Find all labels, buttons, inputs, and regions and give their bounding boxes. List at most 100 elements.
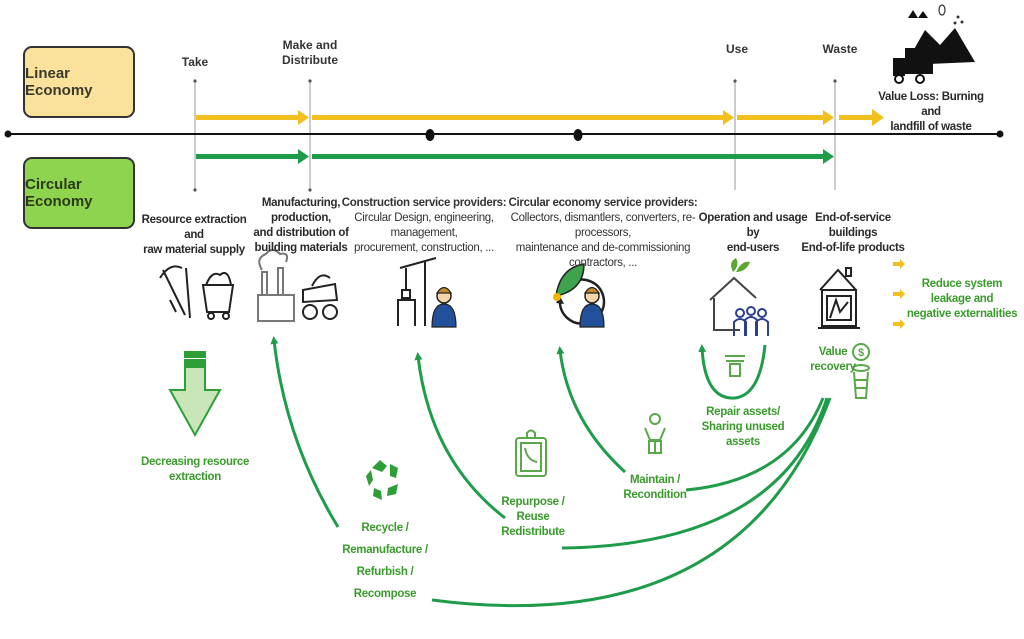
- label-line: Recycle /: [361, 522, 409, 534]
- stage-waste: Waste: [822, 42, 858, 56]
- worker-icon: [431, 286, 457, 328]
- label-line: Remanufacture /: [342, 544, 428, 556]
- loop-value-to-repurpose: [561, 397, 829, 550]
- yellow-arrow-icon: [893, 289, 905, 299]
- recycle-icon: [366, 460, 398, 500]
- timeline-endpoint: [996, 130, 1004, 138]
- linear-economy-box: Linear Economy: [23, 46, 135, 118]
- stage-use: Use: [725, 42, 748, 56]
- reduce-leakage-label: Reduce system leakage and negative exter…: [903, 277, 1021, 322]
- label-line: Redistribute: [501, 526, 565, 538]
- stage-sub-line: procurement, construction, ...: [354, 242, 494, 254]
- stage-title-line: end-users: [726, 242, 780, 254]
- maintain-label: Maintain / Recondition: [620, 473, 690, 503]
- label-line: Refurbish /: [356, 566, 414, 578]
- label-line: Recompose: [353, 588, 417, 600]
- value-loss-line2: landfill of waste: [890, 121, 972, 133]
- guide-dot: [193, 79, 197, 83]
- repair-icon: [725, 355, 745, 377]
- pickaxe-icon: [159, 265, 191, 319]
- circular-flow: [196, 149, 834, 164]
- stage-end-of-service: End-of-service buildings End-of-life pro…: [798, 211, 908, 256]
- guide-dot: [733, 79, 737, 83]
- circular-arrowhead: [823, 149, 834, 164]
- loop-repair: [698, 344, 767, 400]
- circular-arrowhead: [298, 149, 309, 164]
- leakage-arrows: [893, 259, 905, 329]
- timeline-node: [573, 129, 583, 141]
- guide-dot: [833, 79, 837, 83]
- loop-recycle-to-manufacturing: [270, 336, 340, 528]
- stage-title-line: Resource extraction and: [141, 214, 247, 241]
- circular-leaf-icon: [553, 263, 606, 325]
- mine-cart-icon: [201, 272, 235, 320]
- stage-title-line: raw material supply: [143, 244, 245, 256]
- feedback-loops: [270, 336, 832, 608]
- stage-make-line2: Distribute: [281, 53, 338, 67]
- label-line: Recondition: [623, 489, 687, 501]
- stage-title-line: building materials: [254, 242, 348, 254]
- svg-text:$: $: [858, 347, 864, 359]
- label-line: extraction: [169, 471, 221, 483]
- linear-flow: [196, 109, 884, 126]
- linear-arrowhead: [872, 109, 884, 126]
- value-loss-label: Value Loss: Burning and landfill of wast…: [876, 90, 986, 135]
- stage-title-line: End-of-service buildings: [815, 212, 891, 239]
- stage-title-line: End-of-life products: [801, 242, 905, 254]
- yellow-arrow-icon: [893, 319, 905, 329]
- factory-icon: [257, 249, 295, 322]
- stage-take: Take: [181, 55, 209, 69]
- stage-sub-line: Collectors, dismantlers, converters, re-…: [510, 212, 696, 239]
- stage-make-line1: Make and: [282, 38, 338, 52]
- timeline-endpoint: [4, 130, 12, 138]
- timeline-node: [425, 129, 435, 141]
- stage-title-line: Operation and usage by: [698, 212, 808, 239]
- label-line: Decreasing resource: [140, 456, 250, 468]
- label-line: recovery: [810, 361, 856, 373]
- stage-operation: Operation and usage by end-users: [698, 211, 808, 256]
- value-recovery-label: Value recovery: [808, 345, 858, 375]
- stage-make-distribute: Make and Distribute: [280, 38, 340, 68]
- label-line: Reduce system leakage and: [921, 278, 1003, 305]
- stage-title-line: Construction service providers:: [341, 197, 507, 209]
- dump-truck-icon: [302, 274, 339, 320]
- linear-arrowhead: [298, 110, 309, 125]
- label-line: Value: [818, 346, 848, 358]
- stage-title-line: Manufacturing, production,: [261, 197, 341, 224]
- garbage-truck-landfill-icon: [893, 4, 975, 84]
- broken-building-icon: [818, 267, 860, 329]
- stage-title-line: Circular economy service providers:: [508, 197, 698, 209]
- repair-label: Repair assets/ Sharing unused assets: [688, 405, 798, 450]
- circular-economy-box: Circular Economy: [23, 157, 135, 229]
- linear-arrowhead: [723, 110, 734, 125]
- stage-ce-providers: Circular economy service providers: Coll…: [500, 196, 706, 271]
- label-line: Reuse: [516, 511, 550, 523]
- label-line: Repurpose /: [501, 496, 565, 508]
- loop-value-to-maintain: [685, 397, 825, 492]
- worker-icon: [579, 286, 605, 328]
- guide-dot: [308, 79, 312, 83]
- value-loss-line1: Value Loss: Burning and: [878, 91, 984, 118]
- loop-maintain-to-ce-services: [556, 346, 627, 474]
- guide-dot: [308, 188, 312, 192]
- label-line: Sharing unused assets: [701, 421, 785, 448]
- repurpose-label: Repurpose / Reuse Redistribute: [498, 495, 568, 540]
- stage-construction-providers: Construction service providers: Circular…: [335, 196, 513, 256]
- stage-sub-line: Circular Design, engineering, management…: [354, 212, 494, 239]
- recycle-label: Recycle / Remanufacture / Refurbish / Re…: [340, 517, 430, 605]
- linear-arrowhead: [823, 110, 834, 125]
- decreasing-arrow-icon: [168, 351, 222, 438]
- loop-value-to-recycle: [431, 397, 832, 608]
- maintain-icon: [644, 413, 666, 454]
- decreasing-extraction-label: Decreasing resource extraction: [140, 455, 250, 485]
- stage-sub-line: maintenance and de-commissioning contrac…: [515, 242, 691, 269]
- dollar-plant-icon: $: [852, 343, 870, 399]
- stage-resource-extraction: Resource extraction and raw material sup…: [140, 213, 248, 258]
- loop-repurpose-to-construction: [414, 352, 506, 520]
- stage-manufacturing: Manufacturing, production, and distribut…: [238, 196, 364, 256]
- label-line: negative externalities: [906, 308, 1018, 320]
- stage-title-line: and distribution of: [253, 227, 349, 239]
- yellow-arrow-icon: [893, 259, 905, 269]
- crane-construction-icon: [397, 257, 437, 326]
